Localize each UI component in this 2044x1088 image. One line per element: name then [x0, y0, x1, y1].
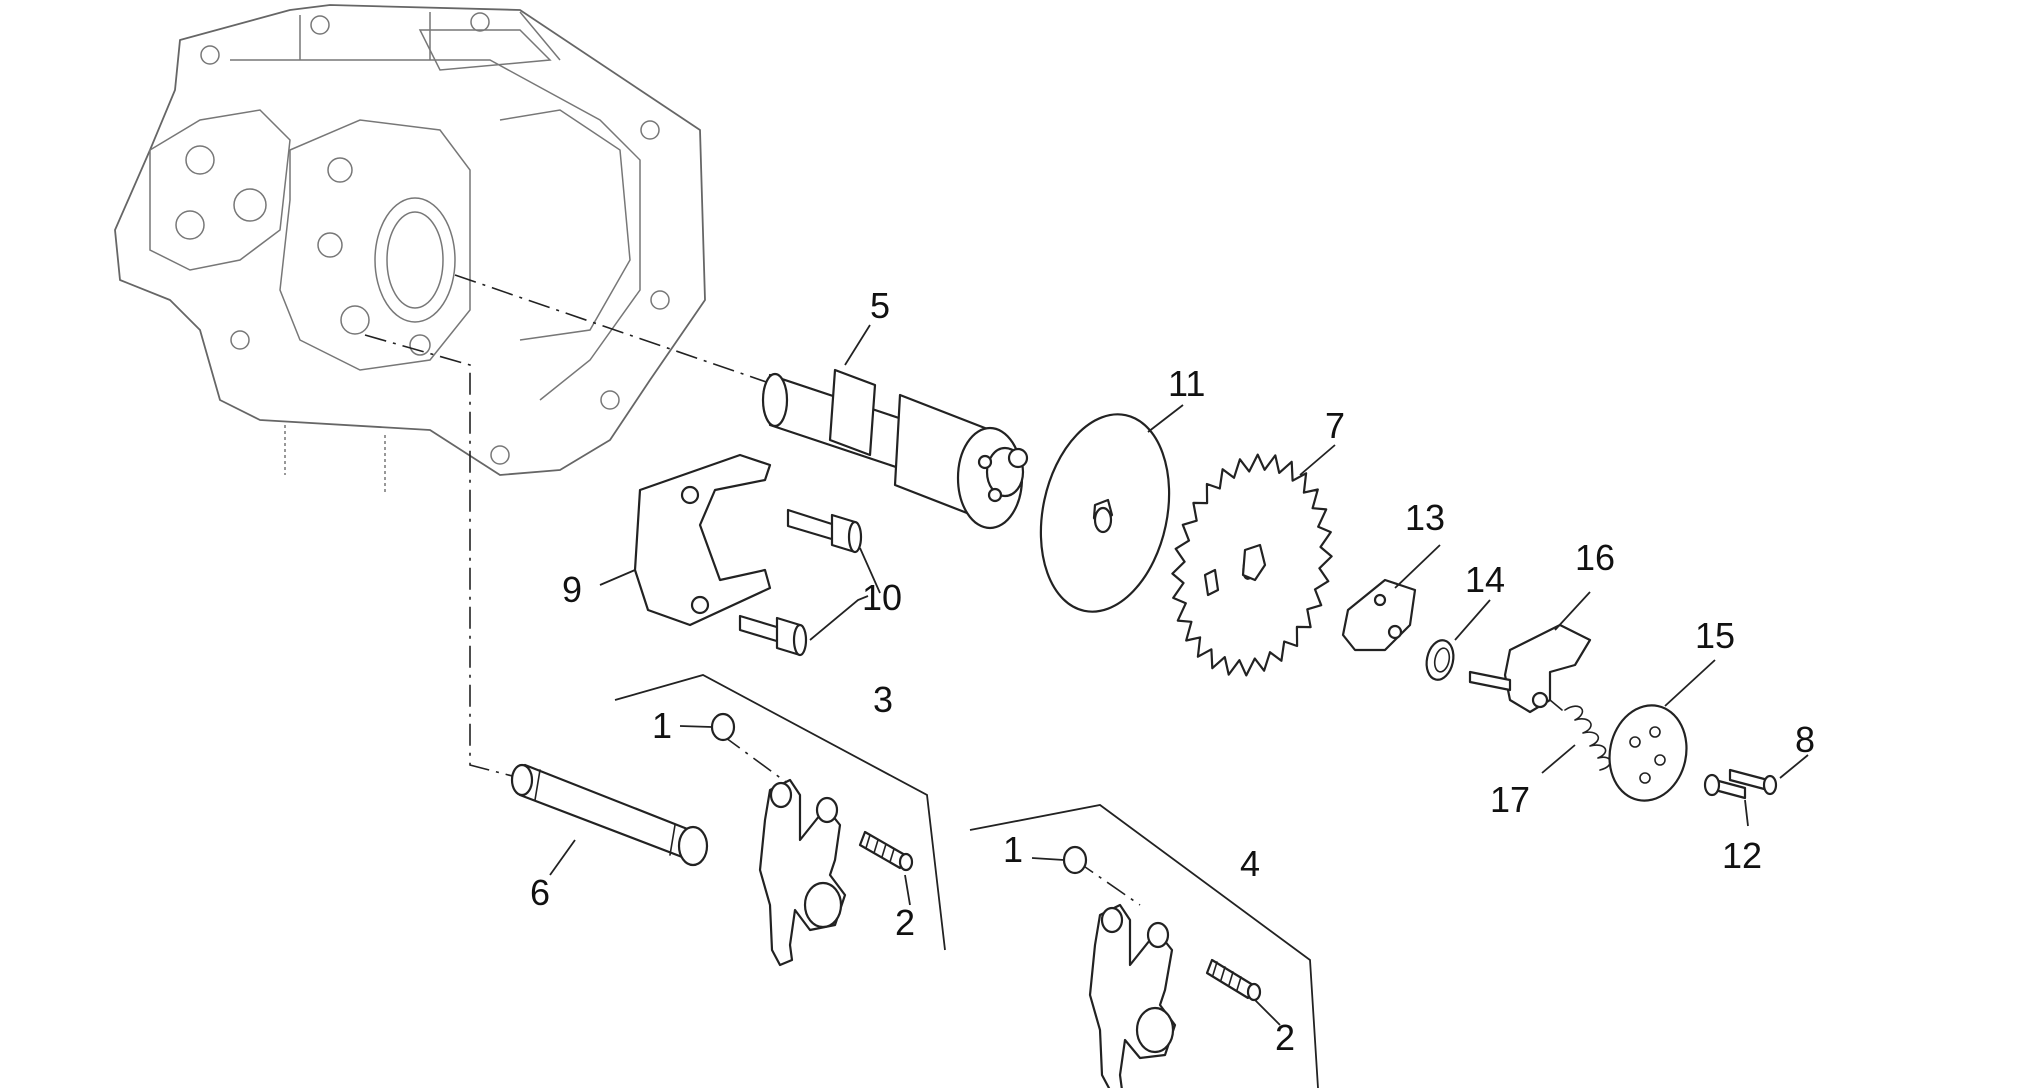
callout-3: 3: [873, 679, 893, 720]
bushing: [1425, 639, 1455, 681]
camshaft: [761, 368, 1029, 530]
leader-2a: [904, 874, 911, 906]
callout-17: 17: [1490, 779, 1530, 820]
callout-16: 16: [1575, 537, 1615, 578]
leader-11: [1147, 404, 1184, 433]
timing-sprocket: [1171, 453, 1333, 677]
callout-8: 8: [1795, 719, 1815, 760]
leader-12: [1744, 799, 1749, 827]
adjuster-screw-b: [1205, 958, 1262, 1002]
rocker-arm-b: [1088, 903, 1177, 1088]
leader-1b: [1031, 857, 1065, 861]
callout-15: 15: [1695, 615, 1735, 656]
decompressor-lever: [1468, 623, 1592, 714]
leader-8: [1779, 754, 1809, 779]
spring: [1549, 699, 1612, 771]
cap-b: [1062, 845, 1088, 875]
callout-2b: 2: [1275, 1017, 1295, 1058]
cap-a: [710, 712, 736, 742]
callout-14: 14: [1465, 559, 1505, 600]
callout-4: 4: [1240, 843, 1260, 884]
callout-1b: 1: [1003, 829, 1023, 870]
callout-1a: 1: [652, 705, 672, 746]
bolt-upper: [786, 508, 863, 554]
callout-10: 10: [862, 577, 902, 618]
callout-2a: 2: [895, 902, 915, 943]
disc-plate: [1039, 413, 1171, 613]
leader-1a: [679, 725, 713, 728]
adjuster-screw-a: [858, 830, 914, 872]
leader-2b: [1254, 999, 1281, 1026]
retaining-plate: [633, 453, 772, 627]
leader-17: [1541, 744, 1576, 774]
screw-12: [1703, 773, 1747, 800]
leader-7: [1299, 444, 1336, 476]
cylinder-head: [114, 4, 706, 495]
decompressor-weight: [1341, 578, 1417, 652]
callout-6: 6: [530, 872, 550, 913]
group-bracket-4: [969, 804, 1319, 1088]
rocker-oil-axis-line-b: [1074, 859, 1141, 906]
screw-8: [1728, 768, 1778, 796]
leader-6: [549, 839, 576, 876]
camshaft-axis-line: [454, 274, 776, 386]
leader-5: [844, 324, 871, 366]
rocker-oil-axis-line-a: [721, 734, 791, 786]
leader-15: [1664, 659, 1716, 707]
group-bracket-3: [614, 674, 946, 951]
callout-9: 9: [562, 569, 582, 610]
callout-11: 11: [1168, 363, 1205, 404]
rocker-shaft-axis-line: [364, 334, 521, 779]
callout-12: 12: [1722, 835, 1762, 876]
leader-13: [1394, 544, 1441, 589]
leader-10: [809, 547, 881, 641]
leader-9: [599, 569, 636, 586]
bolt-lower: [738, 614, 808, 657]
callout-7: 7: [1325, 405, 1345, 446]
leader-16: [1554, 591, 1591, 631]
rocker-shaft: [510, 763, 709, 867]
callout-5: 5: [870, 285, 890, 326]
cover-plate: [1608, 704, 1688, 802]
leader-14: [1454, 599, 1491, 641]
rocker-arm-a: [758, 778, 847, 967]
callout-13: 13: [1405, 497, 1445, 538]
